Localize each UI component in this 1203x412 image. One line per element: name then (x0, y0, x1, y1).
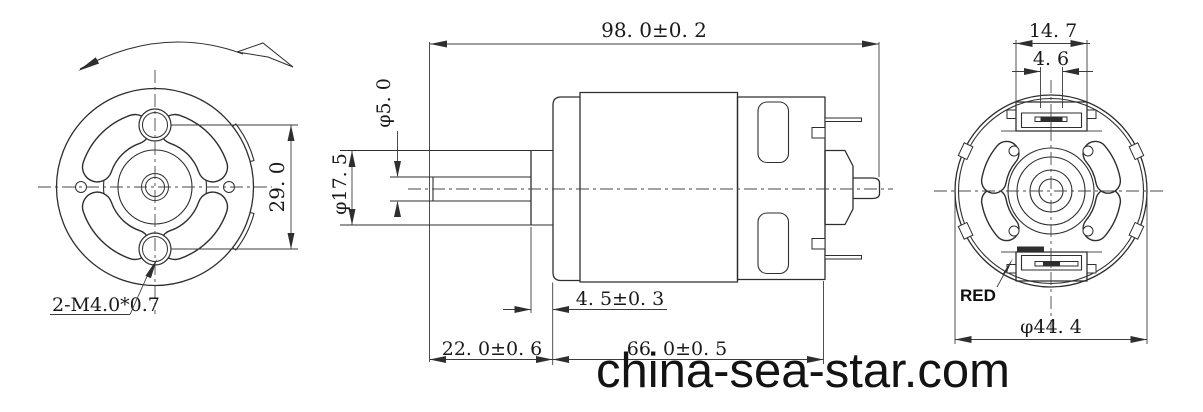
rotation-direction-arrow-icon (78, 41, 294, 71)
mount-hole-callout-label: 2-M4.0*0.7 (52, 294, 160, 316)
terminal-pin-top (824, 117, 862, 122)
red-terminal-callout: RED (960, 258, 1013, 305)
dim-hole-spacing-label: 29. 0 (265, 162, 289, 213)
flange-tab-lower (232, 211, 255, 251)
rear-shaft-tip (853, 177, 881, 200)
dim-body-length-label: 66. 0±0. 5 (627, 338, 728, 360)
rear-bearing-boss (824, 149, 854, 226)
dim-body-length: 66. 0±0. 5 (552, 281, 824, 364)
red-polarity-mark (1017, 246, 1044, 253)
rear-hole-tr (1082, 145, 1094, 157)
cap-clip-top (811, 127, 826, 139)
rim-crimp-tabs (957, 142, 1145, 240)
dim-shaft-diameter-label: φ5. 0 (373, 78, 395, 128)
terminal-pin-bottom (824, 255, 862, 260)
dim-terminal-pitch: 4. 6 (1012, 48, 1093, 108)
dim-boss-length-label: 4. 5±0. 3 (576, 288, 664, 310)
mount-hole-callout: 2-M4.0*0.7 (50, 259, 160, 316)
recess-corner-br (1086, 264, 1097, 274)
front-vent-slots (81, 113, 229, 261)
cap-vent-top (757, 101, 790, 164)
recess-corner-tr (1086, 109, 1097, 119)
rear-ring-2 (1016, 156, 1086, 226)
dim-terminal-pitch-label: 4. 6 (1033, 48, 1069, 70)
dim-overall-length: 98. 0±0. 2 (429, 18, 880, 362)
dim-shaft-extension: 22. 0±0. 6 (429, 338, 553, 363)
dim-shaft-extension-label: 22. 0±0. 6 (442, 338, 543, 360)
watermark-text: china-sea-star.com (596, 344, 1010, 398)
rear-view: 14. 7 4. 6 φ44. 4 RED (934, 20, 1166, 344)
rear-end-cap (736, 96, 826, 281)
rear-case-circle (954, 94, 1148, 288)
terminal-block-bottom (1015, 246, 1088, 282)
red-leader-arrow-icon (1002, 258, 1013, 275)
terminal-block-top (1015, 101, 1088, 132)
dim-terminal-span-label: 14. 7 (1029, 20, 1077, 42)
cap-vent-bottom (757, 212, 790, 275)
red-terminal-label: RED (960, 286, 996, 305)
dim-case-diameter: φ44. 4 (954, 196, 1148, 344)
flange-tab-upper (232, 123, 255, 163)
rear-hole-br (1082, 225, 1094, 237)
dim-boss-diameter: φ17. 5 (329, 150, 356, 225)
dim-boss-length: 4. 5±0. 3 (503, 227, 667, 365)
rear-vent-slots (980, 140, 1122, 242)
dim-terminal-span: 14. 7 (1013, 20, 1090, 107)
recess-corner-tl (1006, 109, 1017, 119)
rear-hole-bl (1008, 225, 1020, 237)
dim-case-diameter-label: φ44. 4 (1020, 316, 1082, 338)
dim-shaft-diameter: φ5. 0 (373, 78, 401, 217)
leader-arrow-icon (145, 259, 157, 279)
front-view: 29. 0 2-M4.0*0.7 (38, 41, 298, 316)
cap-clip-bottom (811, 238, 826, 250)
dim-boss-diameter-label: φ17. 5 (329, 153, 351, 215)
dim-overall-length-label: 98. 0±0. 2 (601, 18, 707, 42)
rear-hole-tl (1008, 145, 1020, 157)
dim-hole-spacing: 29. 0 (171, 124, 298, 250)
side-view: 98. 0±0. 2 φ5. 0 φ17. 5 4. 5±0. 3 (329, 18, 893, 365)
motor-body (579, 91, 739, 283)
